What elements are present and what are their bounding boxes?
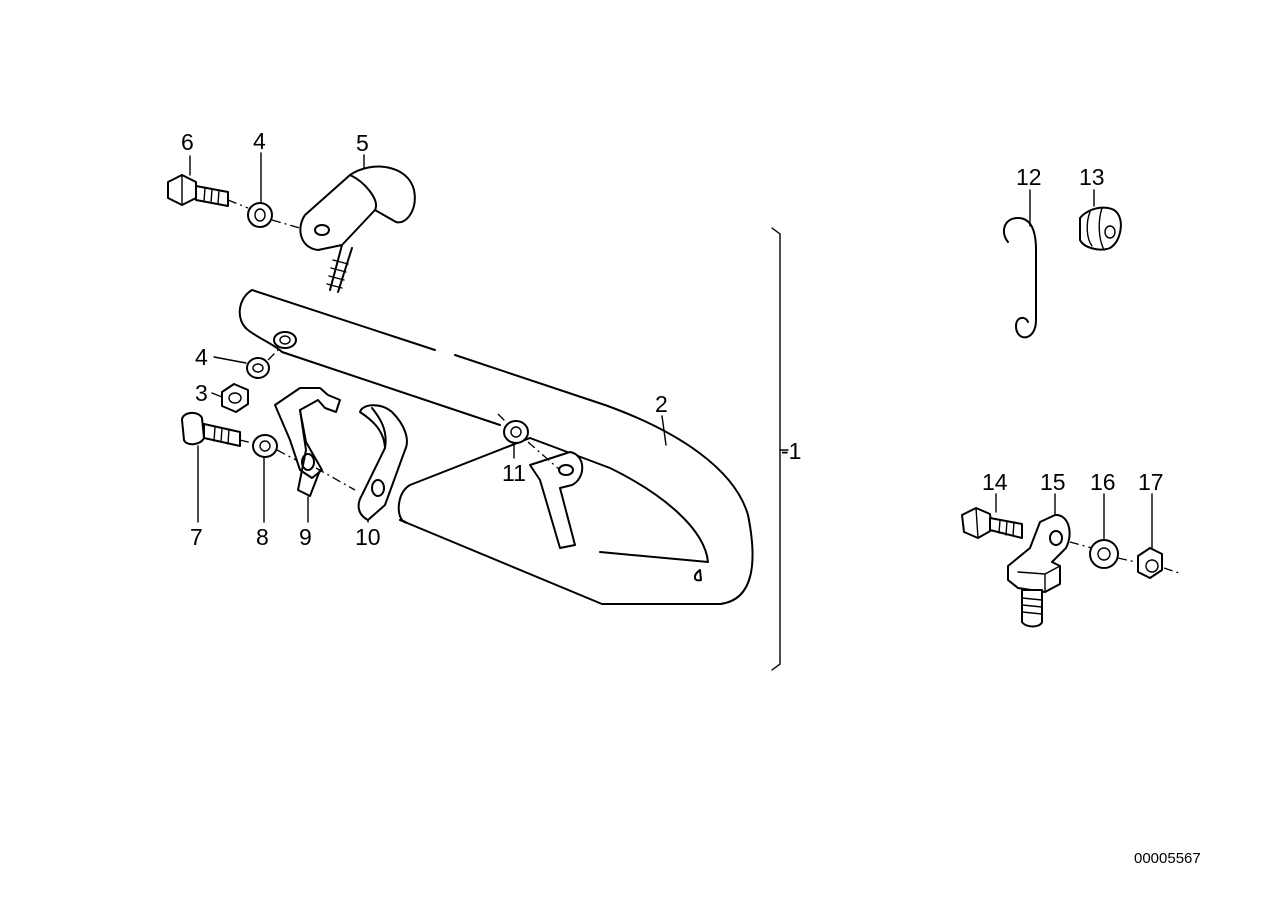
callout-16: 16 (1090, 469, 1116, 495)
washer-part-8 (252, 434, 278, 458)
drawing-number: 00005567 (1134, 850, 1201, 867)
bolt-part-6 (167, 174, 229, 207)
callout-10: 10 (355, 524, 381, 550)
callout-2: 2 (655, 391, 668, 417)
clamp-bracket-part-10 (357, 404, 408, 521)
mounting-bracket-part-15 (1007, 513, 1071, 628)
callout-5: 5 (356, 130, 369, 156)
callout-13: 13 (1079, 164, 1105, 190)
callout-3: 3 (195, 380, 208, 406)
bail-tube-part-2 (238, 289, 754, 605)
callout-6: 6 (181, 129, 194, 155)
callout-15: 15 (1040, 469, 1066, 495)
washer-part-4-middle (246, 357, 270, 379)
callout-11: 11 (502, 460, 526, 486)
callout-4-middle: 4 (195, 344, 208, 370)
bolt-part-7 (181, 412, 241, 447)
callout-8: 8 (256, 524, 269, 550)
callout-14: 14 (982, 469, 1008, 495)
bolt-part-14 (961, 507, 1023, 539)
callout-1: -1 (781, 438, 801, 464)
callout-12: 12 (1016, 164, 1042, 190)
washer-part-11 (503, 420, 529, 444)
callout-17: 17 (1138, 469, 1164, 495)
spring-hook-part-12 (1002, 217, 1037, 339)
callout-7: 7 (190, 524, 203, 550)
callout-4-top: 4 (253, 128, 266, 154)
callout-9: 9 (299, 524, 312, 550)
washer-part-16 (1089, 539, 1119, 569)
nut-part-17 (1137, 547, 1163, 579)
nut-part-3 (221, 383, 249, 413)
washer-part-4-top (247, 202, 273, 228)
assembly-bracket (771, 227, 789, 671)
brace-bracket-part-5 (299, 165, 416, 293)
rubber-grommet-part-13 (1079, 206, 1122, 251)
clamp-bracket-part-9 (274, 387, 341, 497)
leader-lines (189, 152, 1153, 549)
